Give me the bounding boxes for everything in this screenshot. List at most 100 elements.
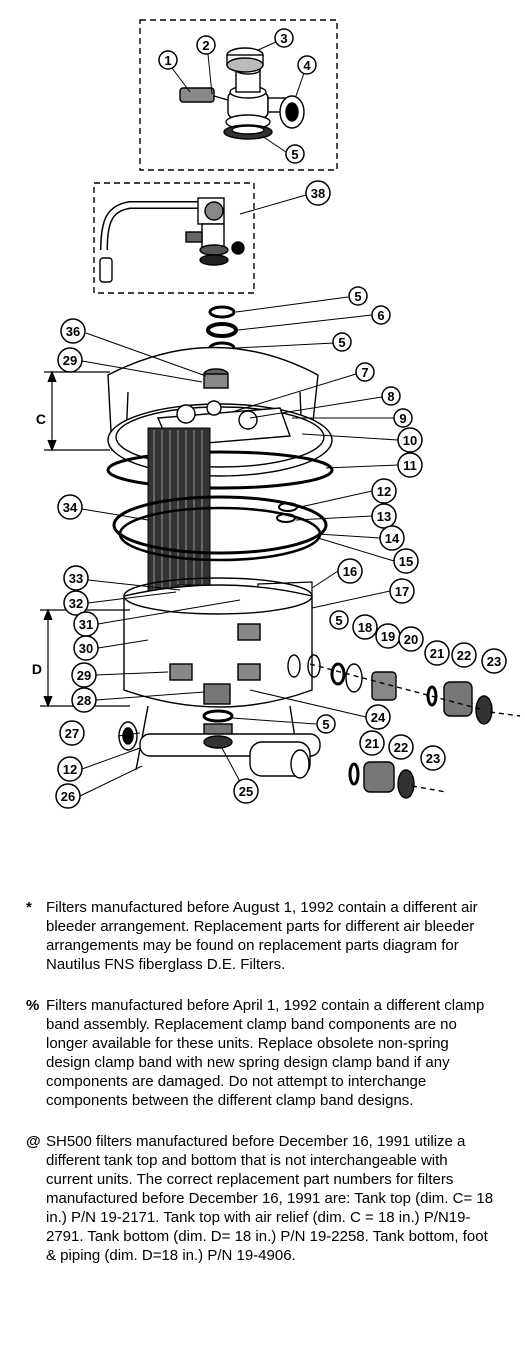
svg-text:15: 15 [399,554,413,569]
callout-20: 20 [398,626,424,652]
svg-text:11: 11 [403,458,417,473]
callout-10: 10 [397,427,423,453]
callout-5-oring-a: 5 [348,286,368,306]
leader-lines [79,41,399,797]
svg-text:2: 2 [202,38,209,53]
callout-25: 25 [233,778,259,804]
callout-14: 14 [379,525,405,551]
callout-36: 36 [60,318,86,344]
callout-3: 3 [274,28,294,48]
callout-32: 32 [63,590,89,616]
svg-text:31: 31 [79,617,93,632]
svg-text:28: 28 [77,693,91,708]
callout-26: 26 [55,783,81,809]
svg-text:33: 33 [69,571,83,586]
callout-34: 34 [57,494,83,520]
footnote-symbol: @ [26,1133,41,1150]
callout-5-top: 5 [285,144,305,164]
callouts: 1 2 3 4 5 38 5 6 5 36 29 7 8 9 10 11 12 … [55,28,507,809]
svg-text:7: 7 [361,365,368,380]
footnotes: * Filters manufactured before August 1, … [26,898,496,1287]
svg-text:22: 22 [457,648,471,663]
svg-text:13: 13 [377,509,391,524]
dimension-c-label: C [36,411,46,427]
callout-5-side: 5 [329,610,349,630]
callout-12-bottom: 12 [57,756,83,782]
svg-text:24: 24 [371,710,386,725]
callout-22-upper: 22 [451,642,477,668]
callout-9: 9 [393,408,413,428]
svg-text:12: 12 [63,762,77,777]
callout-8: 8 [381,386,401,406]
callout-5-oring-b: 5 [332,332,352,352]
callout-27: 27 [59,720,85,746]
svg-text:32: 32 [69,596,83,611]
callout-15: 15 [393,548,419,574]
footnote-air-bleeder: * Filters manufactured before August 1, … [26,898,496,974]
svg-text:1: 1 [164,53,171,68]
svg-text:21: 21 [430,646,444,661]
svg-text:25: 25 [239,784,253,799]
manifold [106,400,334,490]
orings-stack [206,305,238,355]
svg-text:18: 18 [358,620,372,635]
callout-12-top: 12 [371,478,397,504]
callout-11: 11 [397,452,423,478]
svg-text:6: 6 [377,308,384,323]
svg-text:5: 5 [335,613,342,628]
svg-text:5: 5 [291,147,298,162]
svg-text:9: 9 [399,411,406,426]
svg-text:20: 20 [404,632,418,647]
callout-22-lower: 22 [388,734,414,760]
svg-text:22: 22 [394,740,408,755]
svg-text:10: 10 [403,433,417,448]
svg-text:34: 34 [63,500,78,515]
callout-23-upper: 23 [481,648,507,674]
callout-1: 1 [158,50,178,70]
svg-text:23: 23 [426,751,440,766]
footnote-tank-top-bottom: @ SH500 filters manufactured before Dece… [26,1132,496,1265]
svg-text:29: 29 [77,668,91,683]
side-port-unions [287,654,521,799]
callout-5-bottom: 5 [316,714,336,734]
callout-24: 24 [365,704,391,730]
svg-text:30: 30 [79,641,93,656]
svg-text:26: 26 [61,789,75,804]
callout-19: 19 [375,623,401,649]
footnote-text: SH500 filters manufactured before Decemb… [46,1133,494,1264]
callout-4: 4 [297,55,317,75]
dimension-d-label: D [32,661,42,677]
svg-text:5: 5 [322,717,329,732]
svg-text:21: 21 [365,736,379,751]
svg-text:5: 5 [338,335,345,350]
footnote-text: Filters manufactured before August 1, 19… [46,899,478,973]
svg-text:4: 4 [303,58,311,73]
tank-bottom [123,577,313,771]
callout-29-top: 29 [57,347,83,373]
svg-text:14: 14 [385,531,400,546]
exploded-parts-diagram: C D [32,19,521,809]
svg-text:17: 17 [395,584,409,599]
callout-13: 13 [371,503,397,529]
svg-text:38: 38 [311,186,325,201]
callout-17: 17 [389,578,415,604]
footnote-symbol: * [26,899,32,916]
air-relief-assembly [93,182,255,294]
footnote-text: Filters manufactured before April 1, 199… [46,997,485,1109]
callout-31: 31 [73,611,99,637]
svg-text:29: 29 [63,353,77,368]
svg-text:23: 23 [487,654,501,669]
callout-18: 18 [352,614,378,640]
callout-38: 38 [305,180,331,206]
svg-text:12: 12 [377,484,391,499]
footnote-clamp-band: % Filters manufactured before April 1, 1… [26,996,496,1110]
svg-text:36: 36 [66,324,80,339]
air-bleeder-assembly [139,19,338,171]
svg-text:8: 8 [387,389,394,404]
bottom-piping [118,709,321,779]
callout-2: 2 [196,35,216,55]
callout-16: 16 [337,558,363,584]
callout-33: 33 [63,565,89,591]
callout-6: 6 [371,305,391,325]
callout-21-upper: 21 [424,640,450,666]
